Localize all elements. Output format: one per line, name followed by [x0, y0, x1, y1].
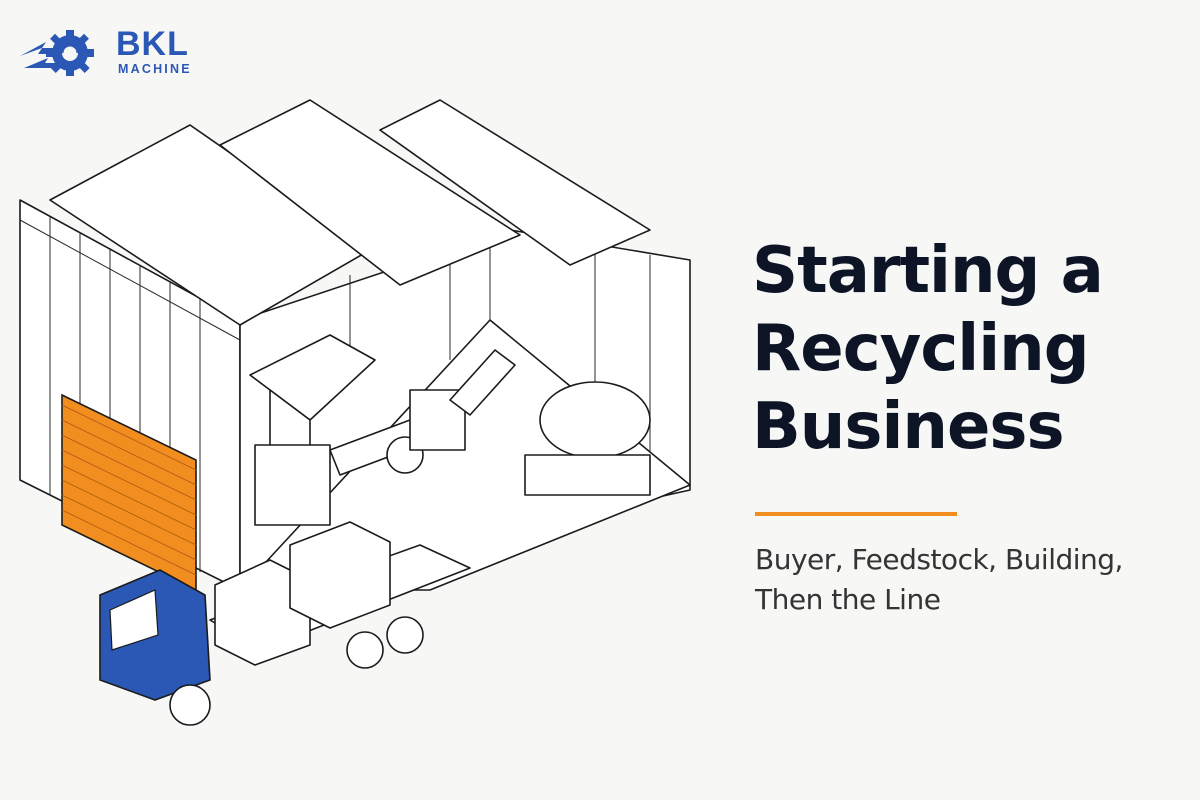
truck-front-wheel — [169, 684, 211, 726]
page-subtitle: Buyer, Feedstock, Building, Then the Lin… — [755, 540, 1123, 620]
incline-conveyor — [449, 349, 516, 416]
shredder-frame — [254, 444, 331, 526]
truck-wheel-2 — [386, 616, 424, 654]
accent-divider — [755, 512, 957, 516]
brand-tagline: MACHINE — [118, 62, 192, 76]
title-line: Starting a — [752, 234, 1104, 308]
washing-drum — [539, 381, 651, 459]
subtitle-line: Buyer, Feedstock, Building, — [755, 543, 1123, 576]
brand-logo[interactable]: BKL MACHINE — [18, 24, 218, 80]
roof-middle — [219, 99, 521, 286]
drum-base — [524, 454, 651, 496]
bale-1 — [214, 559, 311, 666]
bale-2 — [289, 521, 391, 629]
title-line: Business — [752, 390, 1065, 464]
truck-windshield — [109, 589, 159, 651]
roof-right — [379, 99, 651, 266]
door-slats — [61, 404, 197, 576]
frame-posts — [349, 240, 651, 485]
recycling-facility-illustration — [19, 99, 691, 726]
brand-name: BKL — [116, 25, 189, 63]
subtitle-line: Then the Line — [755, 583, 941, 616]
page-title: Starting a Recycling Business — [752, 232, 1182, 466]
gear-logo-icon — [20, 30, 94, 76]
truck-wheel-1 — [346, 631, 384, 669]
title-line: Recycling — [752, 312, 1090, 386]
